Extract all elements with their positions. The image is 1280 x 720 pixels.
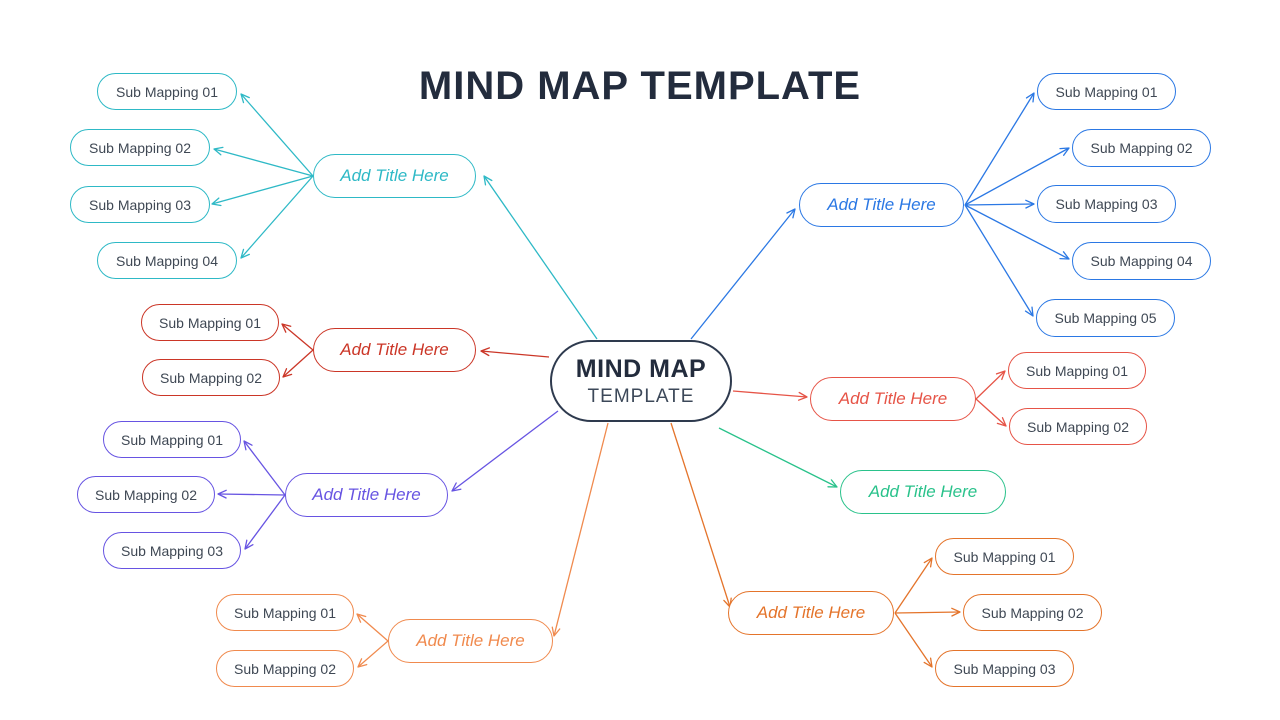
branch-title-node-bottom-left-orange[interactable]: Add Title Here bbox=[388, 619, 553, 663]
sub-mapping-node-lower-left-purple-3[interactable]: Sub Mapping 03 bbox=[103, 532, 241, 569]
arrowhead-icon bbox=[1025, 199, 1035, 209]
connector-central-to-top-left-teal bbox=[483, 175, 598, 340]
arrowhead-icon bbox=[797, 391, 808, 401]
arrowhead-icon bbox=[213, 146, 224, 156]
connector-bottom-right-orange-sub-1 bbox=[894, 557, 933, 614]
connector-lower-left-purple-sub-1 bbox=[243, 440, 286, 496]
branch-title-node-mid-right-coral[interactable]: Add Title Here bbox=[810, 377, 976, 421]
connector-lower-left-purple-sub-3 bbox=[244, 494, 286, 550]
connector-mid-right-coral-sub-2 bbox=[975, 398, 1007, 427]
arrowhead-icon bbox=[1025, 92, 1035, 103]
branch-title-node-bottom-right-orange[interactable]: Add Title Here bbox=[728, 591, 894, 635]
arrowhead-icon bbox=[211, 197, 222, 207]
sub-mapping-node-top-left-teal-4[interactable]: Sub Mapping 04 bbox=[97, 242, 237, 279]
connector-top-left-teal-sub-3 bbox=[211, 175, 314, 207]
connector-central-to-right-green bbox=[718, 427, 838, 488]
arrowhead-icon bbox=[356, 613, 367, 623]
connector-central-to-mid-right-coral bbox=[732, 390, 808, 401]
arrowhead-icon bbox=[951, 607, 961, 617]
central-topic-line1: MIND MAP bbox=[575, 354, 707, 383]
central-topic-node[interactable]: MIND MAP TEMPLATE bbox=[550, 340, 732, 422]
arrowhead-icon bbox=[281, 323, 292, 333]
arrowhead-icon bbox=[282, 368, 293, 378]
sub-mapping-node-top-left-teal-3[interactable]: Sub Mapping 03 bbox=[70, 186, 210, 223]
arrowhead-icon bbox=[923, 657, 933, 668]
arrowhead-icon bbox=[1059, 147, 1070, 156]
connector-top-left-teal-sub-2 bbox=[213, 146, 314, 177]
sub-mapping-node-top-left-teal-1[interactable]: Sub Mapping 01 bbox=[97, 73, 237, 110]
connector-top-right-blue-sub-2 bbox=[964, 147, 1070, 206]
connector-central-to-bottom-left-orange bbox=[551, 422, 609, 637]
sub-mapping-node-bottom-right-orange-3[interactable]: Sub Mapping 03 bbox=[935, 650, 1074, 687]
branch-title-node-lower-left-purple[interactable]: Add Title Here bbox=[285, 473, 448, 517]
sub-mapping-node-bottom-left-orange-2[interactable]: Sub Mapping 02 bbox=[216, 650, 354, 687]
sub-mapping-node-lower-left-purple-2[interactable]: Sub Mapping 02 bbox=[77, 476, 215, 513]
sub-mapping-node-top-right-blue-4[interactable]: Sub Mapping 04 bbox=[1072, 242, 1211, 280]
connector-central-to-mid-left-red bbox=[480, 347, 550, 358]
arrowhead-icon bbox=[923, 557, 933, 568]
connector-bottom-right-orange-sub-3 bbox=[894, 612, 933, 668]
arrowhead-icon bbox=[786, 208, 796, 219]
connector-top-right-blue-sub-4 bbox=[964, 204, 1070, 260]
connector-bottom-right-orange-sub-2 bbox=[894, 607, 961, 617]
connector-lower-left-purple-sub-2 bbox=[217, 489, 286, 499]
arrowhead-icon bbox=[483, 175, 493, 186]
arrowhead-icon bbox=[451, 482, 462, 492]
connector-mid-right-coral-sub-1 bbox=[975, 370, 1006, 400]
connector-top-right-blue-sub-5 bbox=[964, 204, 1034, 317]
sub-mapping-node-mid-left-red-1[interactable]: Sub Mapping 01 bbox=[141, 304, 279, 341]
sub-mapping-node-bottom-left-orange-1[interactable]: Sub Mapping 01 bbox=[216, 594, 354, 631]
sub-mapping-node-top-left-teal-2[interactable]: Sub Mapping 02 bbox=[70, 129, 210, 166]
connector-top-left-teal-sub-1 bbox=[240, 93, 314, 177]
branch-title-node-top-left-teal[interactable]: Add Title Here bbox=[313, 154, 476, 198]
arrowhead-icon bbox=[551, 626, 561, 637]
sub-mapping-node-mid-right-coral-1[interactable]: Sub Mapping 01 bbox=[1008, 352, 1146, 389]
branch-title-node-right-green[interactable]: Add Title Here bbox=[840, 470, 1006, 514]
connector-central-to-bottom-right-orange bbox=[670, 422, 732, 608]
arrowhead-icon bbox=[217, 489, 227, 499]
sub-mapping-node-bottom-right-orange-1[interactable]: Sub Mapping 01 bbox=[935, 538, 1074, 575]
connector-bottom-left-orange-sub-1 bbox=[356, 613, 389, 642]
sub-mapping-node-lower-left-purple-1[interactable]: Sub Mapping 01 bbox=[103, 421, 241, 458]
sub-mapping-node-top-right-blue-3[interactable]: Sub Mapping 03 bbox=[1037, 185, 1176, 223]
connector-central-to-lower-left-purple bbox=[451, 410, 559, 492]
sub-mapping-node-top-right-blue-1[interactable]: Sub Mapping 01 bbox=[1037, 73, 1176, 110]
arrowhead-icon bbox=[240, 93, 250, 104]
arrowhead-icon bbox=[827, 479, 838, 488]
central-topic-line2: TEMPLATE bbox=[587, 385, 695, 407]
sub-mapping-node-bottom-right-orange-2[interactable]: Sub Mapping 02 bbox=[963, 594, 1102, 631]
sub-mapping-node-mid-left-red-2[interactable]: Sub Mapping 02 bbox=[142, 359, 280, 396]
page-title: MIND MAP TEMPLATE bbox=[418, 64, 862, 108]
branch-title-node-top-right-blue[interactable]: Add Title Here bbox=[799, 183, 964, 227]
connector-top-left-teal-sub-4 bbox=[240, 175, 314, 259]
connector-top-right-blue-sub-1 bbox=[964, 92, 1035, 206]
branch-title-node-mid-left-red[interactable]: Add Title Here bbox=[313, 328, 476, 372]
arrowhead-icon bbox=[1024, 306, 1034, 317]
connector-mid-left-red-sub-2 bbox=[282, 349, 314, 378]
connector-central-to-top-right-blue bbox=[690, 208, 796, 340]
arrowhead-icon bbox=[995, 370, 1006, 381]
sub-mapping-node-top-right-blue-5[interactable]: Sub Mapping 05 bbox=[1036, 299, 1175, 337]
arrowhead-icon bbox=[996, 417, 1007, 427]
arrowhead-icon bbox=[244, 539, 254, 550]
arrowhead-icon bbox=[1059, 251, 1070, 260]
sub-mapping-node-top-right-blue-2[interactable]: Sub Mapping 02 bbox=[1072, 129, 1211, 167]
arrowhead-icon bbox=[243, 440, 253, 451]
connector-mid-left-red-sub-1 bbox=[281, 323, 314, 351]
connector-top-right-blue-sub-3 bbox=[964, 199, 1035, 209]
arrowhead-icon bbox=[480, 347, 491, 357]
connector-bottom-left-orange-sub-2 bbox=[357, 640, 389, 668]
arrowhead-icon bbox=[240, 248, 250, 259]
sub-mapping-node-mid-right-coral-2[interactable]: Sub Mapping 02 bbox=[1009, 408, 1147, 445]
arrowhead-icon bbox=[357, 658, 368, 668]
